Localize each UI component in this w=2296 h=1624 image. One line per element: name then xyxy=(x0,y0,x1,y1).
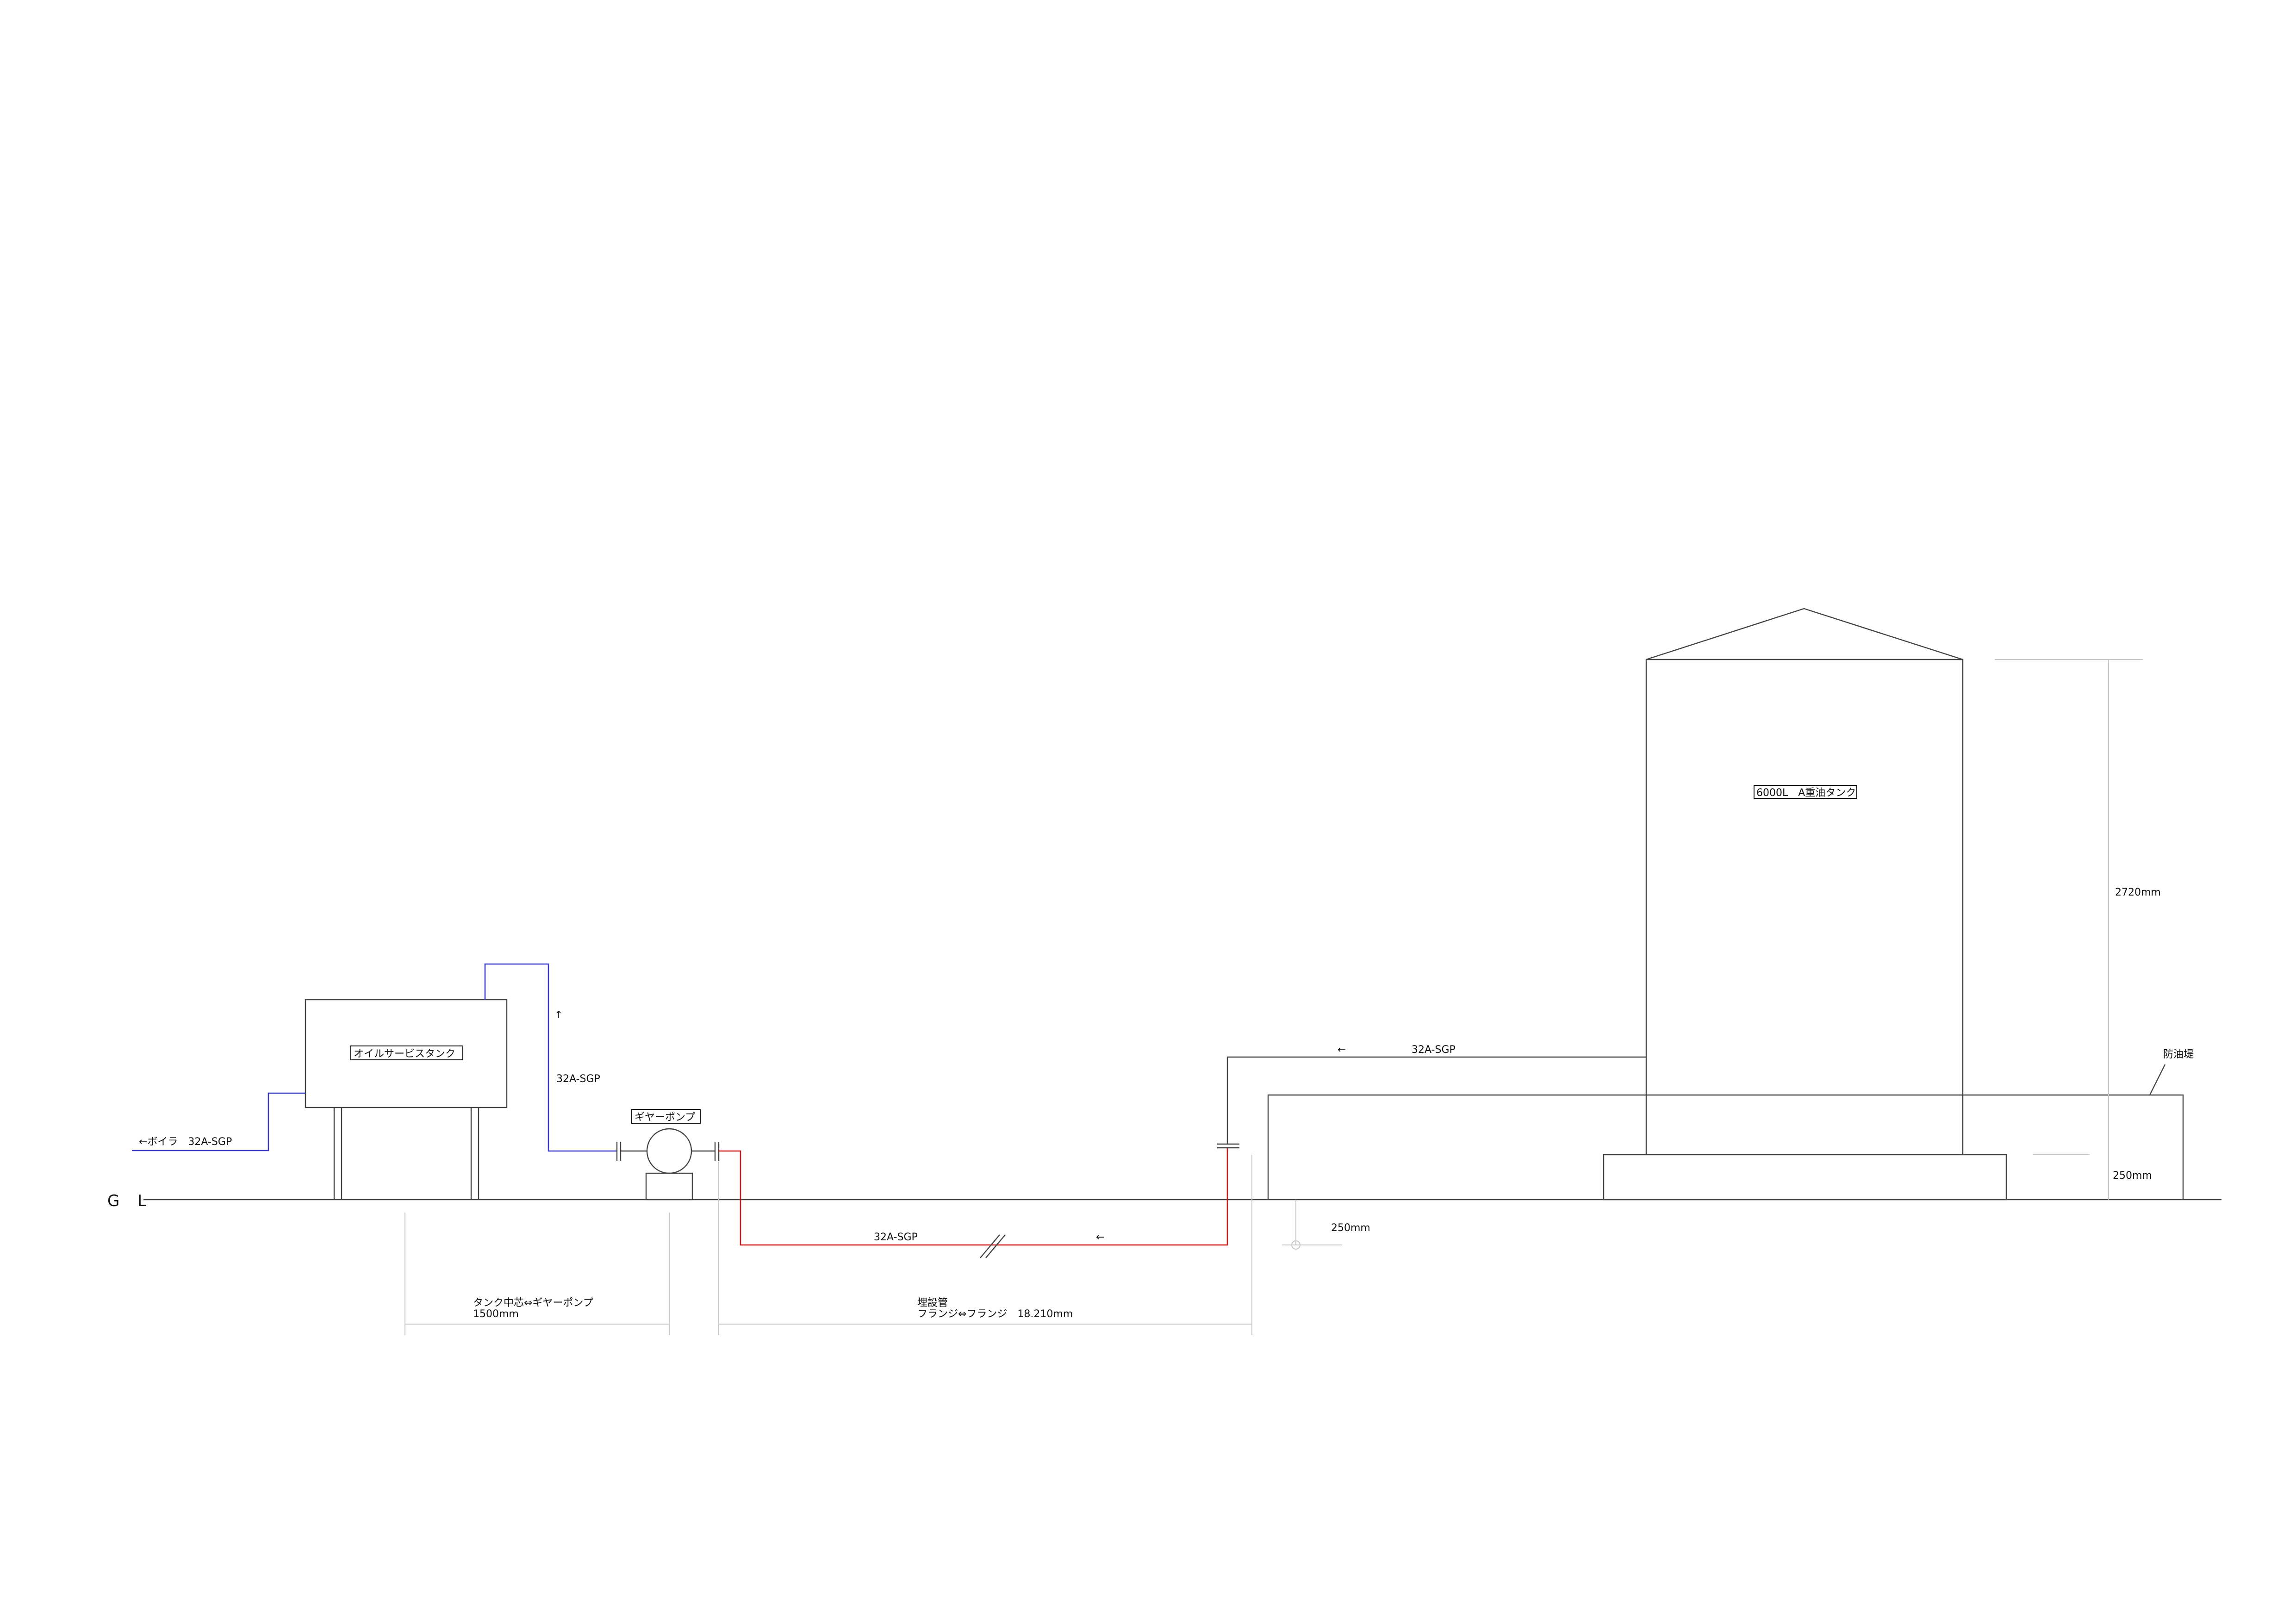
tank-to-pump-label-1: タンク中芯⇔ギヤーポンプ xyxy=(473,1297,593,1309)
heavy-oil-tank-label: 6000L A重油タンク xyxy=(1756,787,1856,799)
burial-depth-label: 250mm xyxy=(1331,1222,1370,1234)
tank-to-pump-label-2: 1500mm xyxy=(473,1308,519,1320)
break-mark-1 xyxy=(980,1234,1000,1258)
riser-pipe-label: 32A-SGP xyxy=(556,1073,600,1085)
buried-arrow: ← xyxy=(1096,1232,1104,1243)
tank-outlet-arrow: ← xyxy=(1338,1044,1346,1056)
buried-pipe: 32A-SGP ← xyxy=(719,1143,1239,1258)
service-tank-label: オイルサービスタンク xyxy=(354,1048,455,1060)
buried-pipe-label: 32A-SGP xyxy=(874,1232,918,1243)
tank-outlet-pipe: ← 32A-SGP xyxy=(1226,1044,1646,1144)
boiler-pipe-label: ←ボイラ 32A-SGP xyxy=(139,1136,232,1148)
tank-height-label: 2720mm xyxy=(2115,887,2161,898)
riser-pipe: ↑ 32A-SGP xyxy=(484,963,617,1152)
buried-pipe-dimension: 埋設管 フランジ⇔フランジ 18.210mm xyxy=(718,1155,1252,1335)
break-mark-2 xyxy=(985,1234,1006,1258)
heavy-oil-tank: 6000L A重油タンク xyxy=(1603,608,2007,1201)
riser-arrow: ↑ xyxy=(554,1009,563,1021)
ground-label: G L xyxy=(107,1192,153,1210)
boiler-supply-pipe: ←ボイラ 32A-SGP xyxy=(132,1092,305,1151)
oil-dike: 防油堤 xyxy=(1267,1049,2194,1200)
dike-height-label: 250mm xyxy=(2113,1170,2152,1182)
tank-outlet-pipe-label: 32A-SGP xyxy=(1412,1044,1456,1056)
tank-height-dimension: 2720mm 250mm xyxy=(1995,659,2161,1200)
buried-pipe-dim-label-1: 埋設管 xyxy=(917,1297,948,1309)
tank-to-pump-dimension: タンク中芯⇔ギヤーポンプ 1500mm xyxy=(404,1213,670,1335)
gear-pump-label: ギヤーポンプ xyxy=(635,1112,695,1123)
gear-pump: ギヤーポンプ xyxy=(616,1109,720,1201)
burial-depth-dimension: 250mm xyxy=(1282,1200,1370,1250)
oil-dike-label: 防油堤 xyxy=(2163,1049,2194,1060)
oil-service-tank: オイルサービスタンク xyxy=(305,999,508,1200)
buried-pipe-dim-label-2: フランジ⇔フランジ 18.210mm xyxy=(917,1308,1073,1320)
